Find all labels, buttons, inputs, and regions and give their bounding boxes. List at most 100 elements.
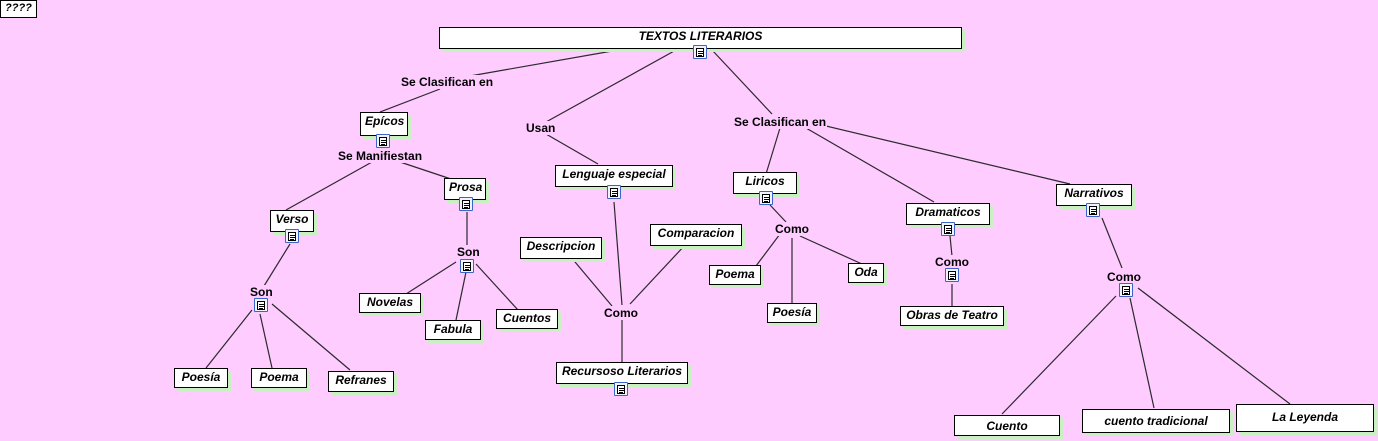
node-cuento[interactable]: Cuento [954, 415, 1060, 436]
node-poema-lirico[interactable]: Poema [709, 265, 761, 285]
connector [405, 261, 457, 295]
node-label: Cuento [986, 419, 1028, 433]
connector [271, 303, 351, 371]
node-lenguaje-especial[interactable]: Lenguaje especial [555, 165, 673, 187]
link-label-se-clasifican-left: Se Clasifican en [400, 75, 495, 89]
node-poesia-verso[interactable]: Poesía [174, 368, 228, 388]
node-label: Novelas [366, 295, 414, 309]
link-label-como-narrativos: Como [1106, 270, 1142, 284]
connector [949, 235, 953, 257]
connector [545, 49, 677, 123]
node-label: Poesía [772, 305, 812, 319]
document-icon[interactable] [460, 259, 474, 273]
node-novelas[interactable]: Novelas [359, 293, 421, 313]
node-poesia-lirico[interactable]: Poesía [767, 303, 817, 323]
connector [769, 204, 787, 223]
connector [379, 88, 441, 113]
document-icon[interactable] [945, 268, 959, 282]
link-label-como-lenguaje: Como [603, 306, 639, 320]
node-obras-de-teatro[interactable]: Obras de Teatro [900, 306, 1004, 326]
node-label: Narrativos [1064, 186, 1124, 200]
node-label: Dramaticos [915, 205, 981, 219]
connector [569, 255, 613, 307]
connector [805, 127, 935, 203]
connector [1001, 295, 1117, 415]
node-label: Recursoso Literarios [561, 364, 683, 378]
node-label: Oda [854, 265, 878, 279]
document-icon[interactable] [614, 382, 628, 396]
node-label: Descripcion [526, 239, 596, 253]
connector [285, 161, 373, 211]
connector [469, 49, 619, 77]
connector [613, 201, 623, 306]
connector [455, 271, 467, 321]
connector [1137, 287, 1291, 405]
node-comparacion[interactable]: Comparacion [650, 224, 742, 246]
connector [205, 309, 253, 369]
node-label: Verso [275, 212, 309, 226]
document-icon[interactable] [285, 229, 299, 243]
corner-label: ???? [0, 0, 37, 18]
node-label: Comparacion [657, 226, 735, 240]
node-descripcion[interactable]: Descripcion [520, 237, 602, 259]
connector [825, 125, 1071, 185]
link-label-se-manifiestan: Se Manifiestan [337, 149, 424, 163]
connector [1129, 297, 1155, 409]
node-label: Lenguaje especial [562, 167, 666, 181]
node-verso[interactable]: Verso [270, 210, 314, 232]
link-label-como-dramaticos: Como [934, 255, 970, 269]
node-narrativos[interactable]: Narrativos [1056, 184, 1132, 206]
node-liricos[interactable]: Liricos [733, 172, 797, 194]
node-label: Epícos [365, 114, 405, 128]
node-label: Cuentos [503, 311, 551, 325]
document-icon[interactable] [759, 191, 773, 205]
connector [263, 243, 291, 287]
connector [475, 263, 519, 311]
node-label: TEXTOS LITERARIOS [638, 29, 763, 43]
node-label: Poesía [181, 370, 221, 384]
document-icon[interactable] [376, 134, 390, 148]
document-icon[interactable] [1119, 283, 1133, 297]
connector [799, 235, 863, 265]
node-prosa[interactable]: Prosa [444, 178, 486, 200]
node-label: Poema [715, 267, 755, 281]
connector [711, 49, 773, 115]
node-epicos[interactable]: Epícos [360, 112, 408, 136]
node-oda[interactable]: Oda [848, 263, 884, 283]
link-label-se-clasifican-right: Se Clasifican en [733, 115, 828, 129]
node-dramaticos[interactable]: Dramaticos [906, 203, 990, 225]
link-label-usan: Usan [525, 121, 557, 135]
document-icon[interactable] [607, 185, 621, 199]
node-cuentos[interactable]: Cuentos [496, 309, 558, 329]
node-la-leyenda[interactable]: La Leyenda [1236, 404, 1374, 432]
node-cuento-tradicional[interactable]: cuento tradicional [1082, 409, 1230, 433]
node-fabula[interactable]: Fabula [425, 320, 481, 340]
connector [755, 233, 781, 267]
link-label-como-liricos: Como [774, 222, 810, 236]
document-icon[interactable] [1086, 203, 1100, 217]
node-label: La Leyenda [1271, 410, 1339, 424]
link-label-son-verso: Son [249, 285, 274, 299]
node-label: Fabula [433, 322, 473, 336]
node-label: Refranes [335, 373, 387, 387]
node-refranes[interactable]: Refranes [328, 371, 394, 392]
document-icon[interactable] [693, 45, 707, 59]
document-icon[interactable] [254, 298, 268, 312]
node-label: Obras de Teatro [906, 308, 998, 322]
node-recursoso-literarios[interactable]: Recursoso Literarios [556, 362, 688, 384]
connector [629, 243, 687, 305]
document-icon[interactable] [459, 197, 473, 211]
node-poema-verso[interactable]: Poema [251, 368, 307, 388]
document-icon[interactable] [941, 222, 955, 236]
connector [399, 161, 455, 181]
node-label: Poema [259, 370, 299, 384]
node-label: cuento tradicional [1104, 414, 1208, 428]
node-label: Liricos [745, 174, 785, 188]
connector [545, 133, 599, 165]
link-label-son-prosa: Son [456, 245, 481, 259]
node-label: Prosa [449, 180, 483, 194]
connector [259, 313, 273, 369]
connector [765, 127, 781, 175]
